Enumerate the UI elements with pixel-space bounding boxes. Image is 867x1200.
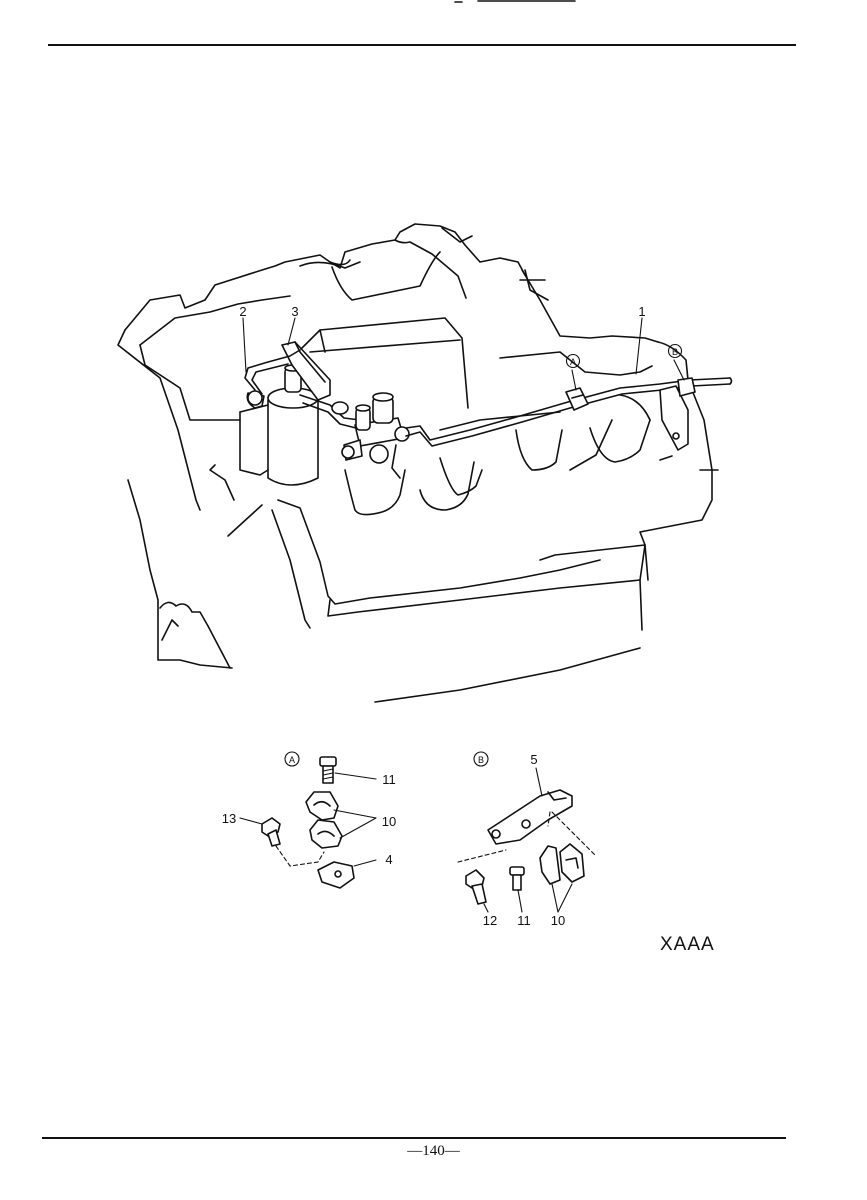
callout-part-1: 1	[638, 304, 645, 319]
marker-a-label: A	[570, 357, 576, 367]
callout-part-5: 5	[530, 752, 537, 767]
engine-block	[117, 223, 719, 703]
figure-code: XAAA	[660, 934, 715, 955]
callout-part-3: 3	[291, 304, 298, 319]
callout-part-13: 13	[222, 811, 236, 826]
page-number: —140—	[407, 1143, 460, 1159]
callout-part-10-a: 10	[382, 814, 396, 829]
marker-a: A	[565, 353, 581, 369]
marker-a-detail: A	[284, 751, 300, 767]
leader-lines	[242, 317, 685, 391]
filter-assembly	[239, 341, 361, 486]
callout-part-12: 12	[483, 913, 497, 928]
detail-a-parts	[239, 756, 377, 889]
tube-line	[405, 377, 733, 451]
marker-b-label: B	[672, 347, 678, 357]
callout-part-2: 2	[239, 304, 246, 319]
callout-part-11-a: 11	[382, 772, 396, 787]
valve-block	[341, 392, 410, 479]
marker-b-detail-label: B	[478, 755, 484, 765]
header-fragment	[454, 0, 576, 3]
detail-b-parts	[457, 767, 597, 913]
top-rule	[48, 44, 796, 46]
bottom-rule	[42, 1137, 786, 1139]
callout-part-10-b: 10	[551, 913, 565, 928]
callout-part-11-b: 11	[517, 913, 531, 928]
marker-b-detail: B	[473, 751, 489, 767]
callout-part-4: 4	[385, 852, 392, 867]
marker-b: B	[667, 343, 683, 359]
marker-a-detail-label: A	[289, 755, 295, 765]
